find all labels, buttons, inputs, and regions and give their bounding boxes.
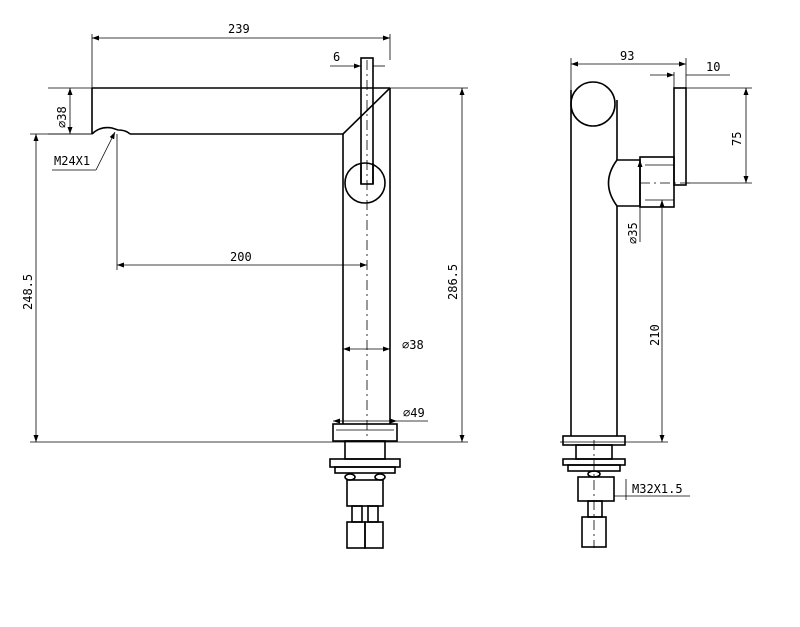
dim-total-height: 286.5 bbox=[390, 87, 468, 443]
aerator-icon bbox=[91, 126, 131, 135]
dim-label-75: 75 bbox=[730, 132, 744, 146]
dim-label-base-49: ⌀49 bbox=[403, 406, 425, 420]
callout-mount-thread: M32X1.5 bbox=[614, 479, 690, 500]
dim-label-200: 200 bbox=[230, 250, 252, 264]
dim-body-diameter: ⌀38 bbox=[343, 338, 424, 352]
callout-aerator-thread: M24X1 bbox=[52, 131, 116, 171]
dim-spout-diameter: ⌀38 bbox=[48, 87, 92, 135]
callout-label-m32x1-5: M32X1.5 bbox=[632, 482, 683, 496]
dim-knob-offset: 10 bbox=[650, 60, 730, 88]
dim-handle-width: 6 bbox=[330, 50, 385, 69]
dim-label-93: 93 bbox=[620, 49, 634, 63]
side-faucet-outline bbox=[560, 81, 690, 548]
dim-base-diameter: ⌀49 bbox=[333, 406, 428, 424]
dim-label-spout-38: ⌀38 bbox=[55, 106, 69, 128]
dim-label-286-5: 286.5 bbox=[446, 264, 460, 300]
dim-reach: 200 bbox=[116, 134, 367, 270]
dim-handle-diameter: ⌀35 bbox=[626, 160, 643, 244]
dim-label-35: ⌀35 bbox=[626, 222, 640, 244]
dim-spout-height: 248.5 bbox=[21, 133, 92, 442]
dim-label-6: 6 bbox=[333, 50, 340, 64]
dim-label-body-38: ⌀38 bbox=[402, 338, 424, 352]
dim-knob-height: 75 bbox=[686, 87, 752, 184]
dim-side-depth: 93 bbox=[570, 49, 687, 90]
side-view: 93 10 75 ⌀35 210 M32 bbox=[560, 49, 752, 548]
dim-label-248-5: 248.5 bbox=[21, 274, 35, 310]
front-view: 239 6 ⌀38 M24X1 248.5 bbox=[21, 22, 468, 549]
dim-front-width: 239 bbox=[91, 22, 391, 88]
spout-end-icon bbox=[570, 81, 616, 127]
dim-label-210: 210 bbox=[648, 324, 662, 346]
callout-label-m24x1: M24X1 bbox=[54, 154, 90, 168]
dim-label-239: 239 bbox=[228, 22, 250, 36]
dim-body-height: 210 bbox=[648, 200, 665, 442]
dim-label-10: 10 bbox=[706, 60, 720, 74]
front-faucet-outline bbox=[30, 57, 401, 549]
handle-knob-icon bbox=[344, 162, 386, 204]
